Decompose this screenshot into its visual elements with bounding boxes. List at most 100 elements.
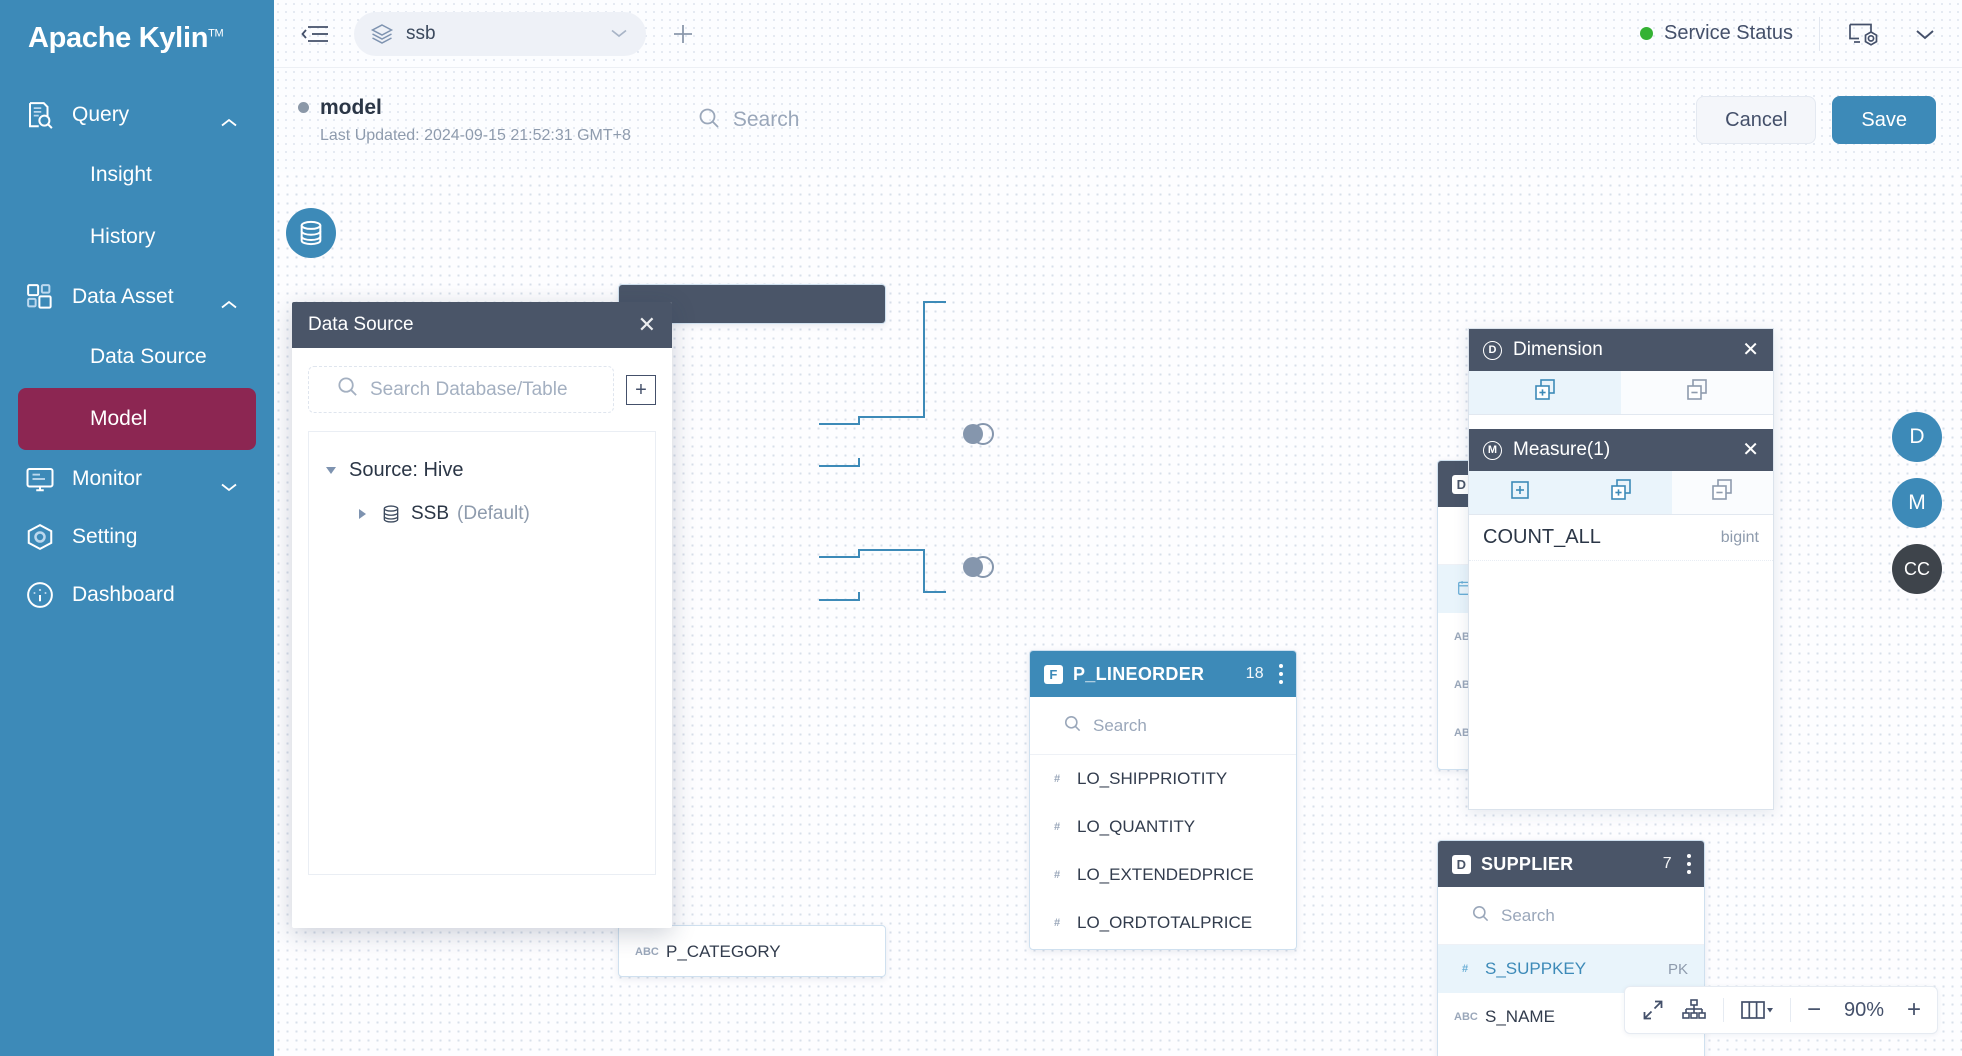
- save-button[interactable]: Save: [1832, 96, 1936, 144]
- computed-column-toggle-button[interactable]: CC: [1892, 544, 1942, 594]
- canvas-search-input[interactable]: Search: [697, 106, 799, 135]
- batch-remove-measure-button[interactable]: [1671, 471, 1773, 514]
- auto-layout-icon[interactable]: [1681, 998, 1707, 1022]
- batch-add-measure-button[interactable]: [1570, 471, 1672, 514]
- dimension-toggle-button[interactable]: D: [1892, 412, 1942, 462]
- table-card-header[interactable]: F P_LINEORDER 18: [1030, 651, 1296, 697]
- zoom-out-button[interactable]: −: [1806, 996, 1821, 1023]
- tree-node-ssb[interactable]: SSB (Default): [309, 492, 655, 536]
- caret-right-icon[interactable]: [357, 508, 371, 520]
- measure-toggle-button[interactable]: M: [1892, 478, 1942, 528]
- column-row[interactable]: # LO_SHIPPRIOTITY: [1030, 755, 1296, 803]
- column-row[interactable]: ABC P_CATEGORY: [619, 926, 885, 976]
- column-row[interactable]: ABC S_ADDRESS: [1438, 1041, 1704, 1056]
- chevron-down-icon: [220, 474, 238, 492]
- table-card-p-lineorder[interactable]: F P_LINEORDER 18 Search # LO_SHIPPRIOTIT…: [1029, 650, 1297, 950]
- batch-add-dimension-button[interactable]: [1469, 371, 1621, 414]
- search-placeholder: Search Database/Table: [370, 378, 568, 400]
- table-card-header[interactable]: D SUPPLIER 7: [1438, 841, 1704, 887]
- data-source-dialog[interactable]: Data Source ✕ Search Database/Table +: [292, 302, 672, 928]
- dimension-table-badge: D: [1452, 854, 1471, 874]
- add-icon: [1508, 478, 1532, 507]
- sidebar-item-dashboard[interactable]: Dashboard: [0, 566, 274, 624]
- sidebar-item-data-asset[interactable]: Data Asset: [0, 268, 274, 326]
- close-icon[interactable]: ✕: [1742, 339, 1759, 361]
- plus-icon[interactable]: [668, 19, 698, 49]
- caret-down-icon[interactable]: [325, 465, 339, 475]
- measure-panel-title: Measure(1): [1513, 439, 1611, 460]
- model-canvas[interactable]: ABC P_CATEGORY F P_LINEORDER 18 Search: [274, 172, 1962, 1056]
- cancel-button[interactable]: Cancel: [1696, 96, 1817, 144]
- column-row[interactable]: # LO_QUANTITY: [1030, 803, 1296, 851]
- column-display-icon[interactable]: [1740, 999, 1774, 1021]
- join-icon[interactable]: [960, 553, 996, 586]
- more-options-icon[interactable]: [1278, 663, 1284, 685]
- sidebar-item-query[interactable]: Query: [0, 86, 274, 144]
- add-measure-button[interactable]: [1469, 471, 1571, 514]
- join-icon[interactable]: [960, 420, 996, 453]
- measure-panel-header: M Measure(1) ✕: [1469, 429, 1773, 471]
- column-name: LO_QUANTITY: [1077, 817, 1196, 836]
- column-row[interactable]: ABC S_NAME: [1438, 993, 1704, 1041]
- table-card-partial-bottom[interactable]: ABC P_CATEGORY: [618, 925, 886, 977]
- remove-multiple-icon: [1684, 377, 1710, 408]
- sidebar-item-setting[interactable]: Setting: [0, 508, 274, 566]
- project-selector[interactable]: ssb: [354, 11, 646, 56]
- sidebar-item-label: Query: [72, 103, 130, 126]
- column-name: S_SUPPKEY: [1485, 959, 1587, 978]
- sidebar-item-insight[interactable]: Insight: [18, 144, 256, 206]
- model-info: model Last Updated: 2024-09-15 21:52:31 …: [298, 96, 631, 145]
- plus-box-icon[interactable]: +: [626, 374, 656, 405]
- column-row[interactable]: # S_SUPPKEY PK: [1438, 945, 1704, 993]
- brand-name: Apache Kylin: [28, 22, 209, 54]
- sidebar-item-monitor[interactable]: Monitor: [0, 450, 274, 508]
- divider: [1722, 998, 1724, 1022]
- fit-screen-icon[interactable]: [1641, 998, 1665, 1022]
- source-tree[interactable]: Source: Hive: [308, 431, 656, 875]
- table-name: SUPPLIER: [1481, 853, 1574, 874]
- search-database-table-input[interactable]: Search Database/Table: [308, 366, 614, 413]
- panel-toggle-buttons: D M CC: [1892, 412, 1942, 594]
- dimension-measure-panel[interactable]: D Dimension ✕: [1468, 328, 1774, 810]
- status-dot: [1640, 27, 1654, 40]
- app-logo: Apache KylinTM: [0, 0, 274, 72]
- sidebar-item-data-source[interactable]: Data Source: [18, 326, 256, 388]
- monitor-icon: [22, 461, 58, 497]
- dialog-title: Data Source: [308, 314, 414, 335]
- batch-remove-dimension-button[interactable]: [1621, 371, 1773, 414]
- measure-row[interactable]: COUNT_ALL bigint: [1469, 515, 1773, 561]
- sidebar-item-label: Dashboard: [72, 583, 175, 606]
- column-type-icon: ABC: [1454, 1011, 1478, 1023]
- column-row[interactable]: # LO_ORDTOTALPRICE: [1030, 899, 1296, 947]
- close-icon[interactable]: ✕: [637, 312, 656, 337]
- dialog-header: Data Source ✕: [292, 302, 672, 348]
- service-status[interactable]: Service Status: [1640, 22, 1793, 45]
- measure-toolbar: [1469, 471, 1773, 515]
- sidebar-item-model[interactable]: Model: [18, 388, 256, 450]
- collapse-sidebar-icon[interactable]: [298, 17, 332, 51]
- zoom-level-label: 90%: [1843, 998, 1884, 1021]
- user-menu-chevron-down-icon[interactable]: [1914, 27, 1936, 41]
- search-icon: [697, 106, 721, 135]
- close-icon[interactable]: ✕: [1742, 439, 1759, 461]
- database-icon[interactable]: [286, 208, 336, 258]
- service-status-label: Service Status: [1664, 22, 1793, 44]
- fact-table-badge: F: [1044, 664, 1063, 684]
- page-title: model: [298, 96, 631, 120]
- sidebar-item-label: Model: [90, 407, 148, 430]
- stack-icon: [370, 22, 394, 46]
- remove-multiple-icon: [1709, 477, 1735, 508]
- column-name: S_NAME: [1485, 1007, 1555, 1026]
- column-row[interactable]: # LO_EXTENDEDPRICE: [1030, 851, 1296, 899]
- system-monitor-icon[interactable]: [1846, 19, 1880, 49]
- zoom-in-button[interactable]: +: [1906, 996, 1921, 1023]
- sidebar-item-history[interactable]: History: [18, 206, 256, 268]
- column-type-icon: ABC: [635, 946, 659, 958]
- model-status-dot: [298, 102, 309, 113]
- tree-node-source-hive[interactable]: Source: Hive: [309, 448, 655, 492]
- more-options-icon[interactable]: [1686, 853, 1692, 875]
- table-search-input[interactable]: Search: [1030, 697, 1296, 755]
- table-search-input[interactable]: Search: [1438, 887, 1704, 945]
- query-icon: [22, 97, 58, 133]
- table-name: P_LINEORDER: [1073, 663, 1205, 684]
